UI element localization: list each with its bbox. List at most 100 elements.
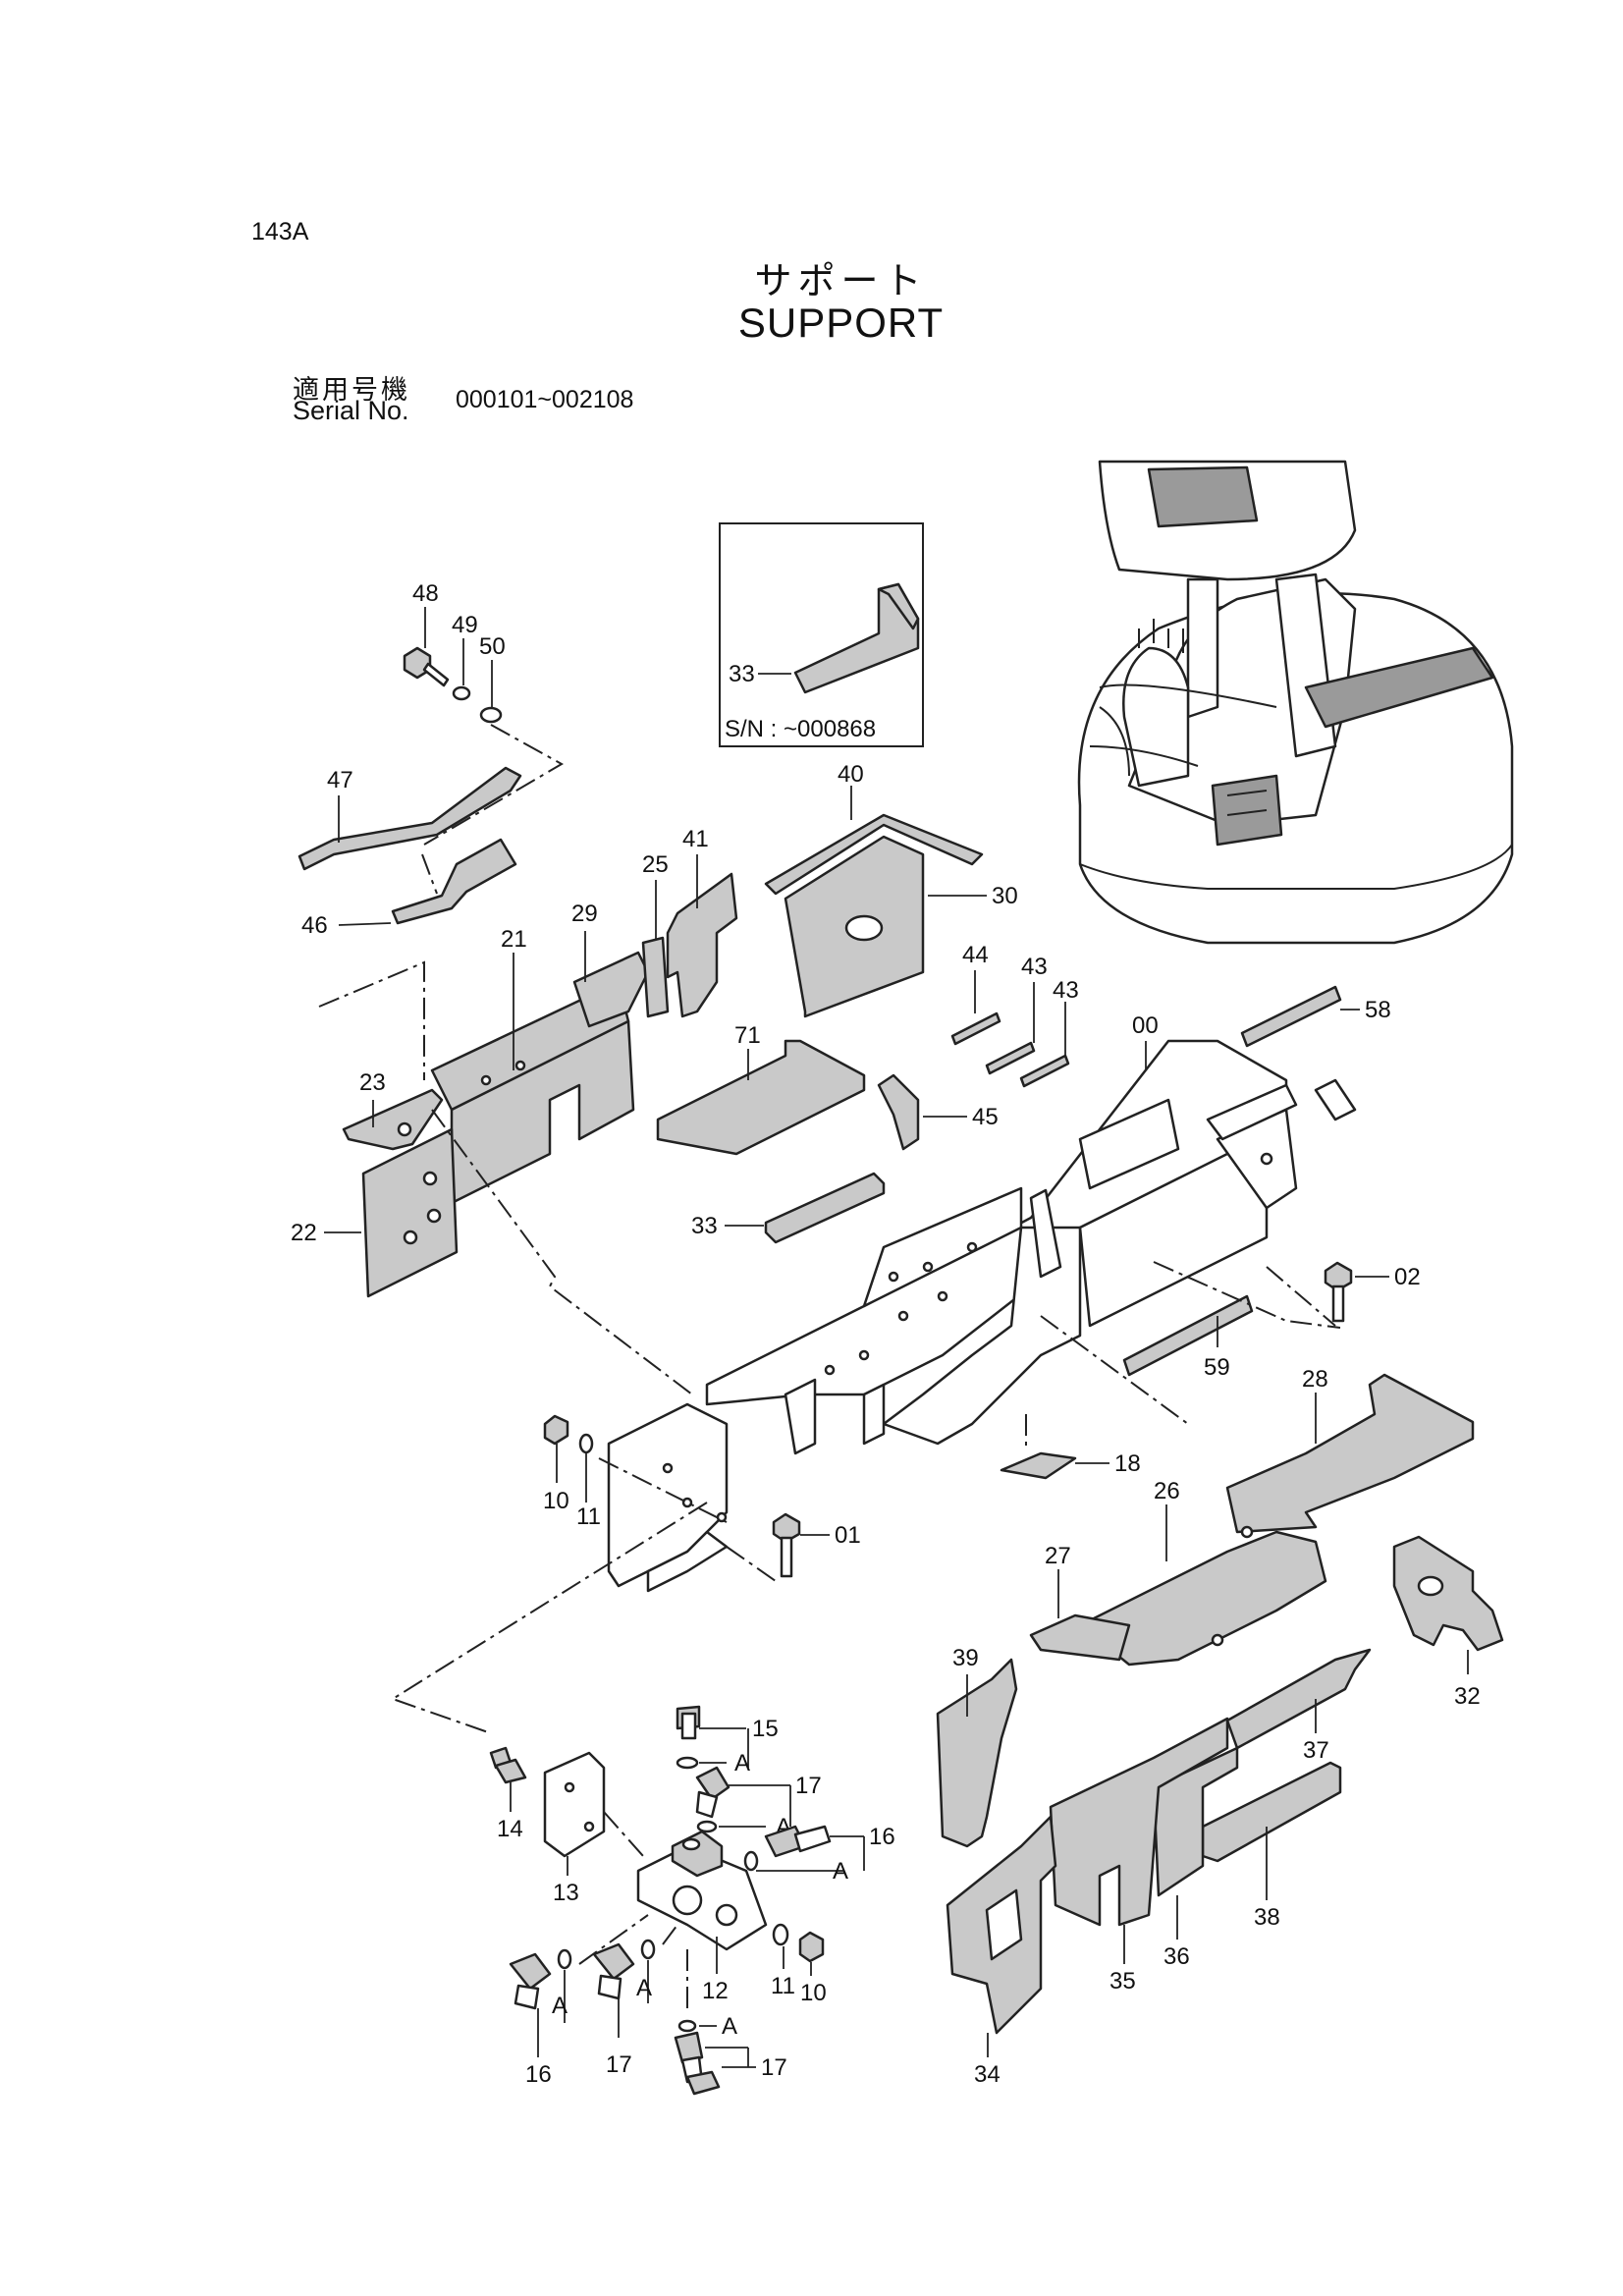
washer-49 bbox=[452, 685, 471, 701]
callout-18: 18 bbox=[1114, 1450, 1141, 1477]
o-ring-16-right bbox=[743, 1850, 759, 1872]
callout-33: 33 bbox=[691, 1213, 718, 1239]
callout-25: 25 bbox=[642, 851, 669, 878]
page-code: 143A bbox=[251, 218, 309, 246]
callout-10-lower: 10 bbox=[800, 1980, 827, 2006]
strip-43b bbox=[1019, 1054, 1070, 1088]
inset-serial-note: S/N : ~000868 bbox=[725, 716, 876, 742]
bolt-02 bbox=[1324, 1261, 1353, 1323]
cover-39 bbox=[936, 1658, 1018, 1848]
bolt-01 bbox=[772, 1512, 801, 1578]
callout-36: 36 bbox=[1163, 1943, 1190, 1970]
callout-34: 34 bbox=[974, 2061, 1001, 2088]
washer-11-upper bbox=[578, 1433, 594, 1454]
serial-label-japanese: 適用号機 bbox=[293, 375, 410, 406]
callout-27: 27 bbox=[1045, 1543, 1071, 1569]
main-frame-00 bbox=[705, 1039, 1357, 1455]
callout-a3: A bbox=[833, 1858, 848, 1885]
elbow-fitting-17-upper bbox=[695, 1766, 730, 1819]
bracket-46 bbox=[391, 838, 517, 925]
callout-a6: A bbox=[722, 2013, 737, 2040]
side-support-21 bbox=[430, 980, 635, 1205]
serial-label: Serial No. bbox=[293, 396, 409, 425]
callout-11-upper: 11 bbox=[576, 1503, 601, 1530]
cover-28 bbox=[1225, 1373, 1475, 1534]
cover-26 bbox=[1078, 1530, 1327, 1667]
valve-assembly-12 bbox=[636, 1830, 768, 1951]
callout-11-lower: 11 bbox=[771, 1973, 795, 1999]
strip-45 bbox=[877, 1073, 920, 1151]
cover-27 bbox=[1029, 1613, 1131, 1662]
o-ring-17-upper bbox=[696, 1820, 718, 1833]
callout-43b: 43 bbox=[1053, 977, 1079, 1004]
callout-46: 46 bbox=[301, 912, 328, 939]
o-ring-15 bbox=[676, 1756, 699, 1770]
callout-49: 49 bbox=[452, 612, 478, 638]
bracket-29 bbox=[572, 951, 650, 1028]
cover-37 bbox=[1225, 1648, 1372, 1750]
bracket-25 bbox=[641, 936, 670, 1018]
washer-11-lower bbox=[772, 1923, 789, 1946]
callout-43a: 43 bbox=[1021, 954, 1048, 980]
callout-a5: A bbox=[636, 1975, 652, 2001]
callout-48: 48 bbox=[412, 580, 439, 607]
callout-26: 26 bbox=[1154, 1478, 1180, 1504]
callout-14: 14 bbox=[497, 1816, 523, 1842]
bracket-41 bbox=[666, 872, 738, 1018]
strip-58 bbox=[1240, 985, 1342, 1048]
callout-40: 40 bbox=[838, 761, 864, 788]
callout-00: 00 bbox=[1132, 1012, 1159, 1039]
callout-17-left: 17 bbox=[606, 2051, 632, 2078]
elbow-fitting-17-lower bbox=[674, 2031, 721, 2096]
elbow-fitting-16-left bbox=[509, 1952, 552, 2010]
callout-39: 39 bbox=[952, 1645, 979, 1671]
callout-16-left: 16 bbox=[525, 2061, 552, 2088]
callout-17-upper: 17 bbox=[795, 1773, 822, 1799]
plate-13 bbox=[543, 1751, 606, 1858]
block-32 bbox=[1392, 1535, 1504, 1652]
callout-12: 12 bbox=[702, 1978, 729, 2004]
washer-50 bbox=[479, 706, 503, 724]
elbow-fitting-17-left bbox=[592, 1942, 635, 2000]
bolt-48 bbox=[403, 646, 450, 687]
callout-13: 13 bbox=[553, 1880, 579, 1906]
strip-33 bbox=[764, 1172, 886, 1244]
strip-43a bbox=[985, 1041, 1036, 1075]
cover-38 bbox=[1201, 1761, 1342, 1863]
callout-28: 28 bbox=[1302, 1366, 1328, 1393]
elbow-fitting-16-right bbox=[764, 1825, 832, 1858]
callout-16-right: 16 bbox=[869, 1824, 895, 1850]
callout-10-upper: 10 bbox=[543, 1488, 569, 1514]
plate-47 bbox=[298, 766, 522, 871]
callout-44: 44 bbox=[962, 942, 989, 968]
o-ring-17-left bbox=[640, 1939, 656, 1960]
cover-36 bbox=[1152, 1746, 1239, 1897]
callout-a1: A bbox=[734, 1750, 750, 1777]
serial-range: 000101~002108 bbox=[456, 386, 634, 413]
callout-23: 23 bbox=[359, 1069, 386, 1096]
callout-02: 02 bbox=[1394, 1264, 1421, 1290]
o-ring-17-lower bbox=[677, 2019, 697, 2033]
callout-58: 58 bbox=[1365, 997, 1391, 1023]
callout-41: 41 bbox=[682, 826, 709, 852]
cover-40 bbox=[764, 813, 984, 896]
callout-a4: A bbox=[552, 1993, 568, 2019]
strip-59 bbox=[1122, 1294, 1254, 1377]
callout-50: 50 bbox=[479, 633, 506, 660]
callout-32: 32 bbox=[1454, 1683, 1481, 1710]
callout-01: 01 bbox=[835, 1522, 861, 1549]
bracket-23 bbox=[342, 1088, 444, 1151]
serial-inset-box: 33 S/N : ~000868 bbox=[719, 522, 924, 747]
callout-38: 38 bbox=[1254, 1904, 1280, 1931]
callout-17-lower: 17 bbox=[761, 2054, 787, 2081]
cover-35 bbox=[1049, 1717, 1229, 1927]
fitting-14 bbox=[489, 1746, 527, 1784]
callout-33-inset: 33 bbox=[729, 661, 755, 687]
callout-71: 71 bbox=[734, 1022, 761, 1049]
callout-30: 30 bbox=[992, 883, 1018, 909]
callout-21: 21 bbox=[501, 926, 527, 953]
title-japanese: サポート bbox=[754, 259, 928, 302]
machine-overview-illustration bbox=[1077, 460, 1514, 945]
fitting-15 bbox=[676, 1705, 701, 1740]
